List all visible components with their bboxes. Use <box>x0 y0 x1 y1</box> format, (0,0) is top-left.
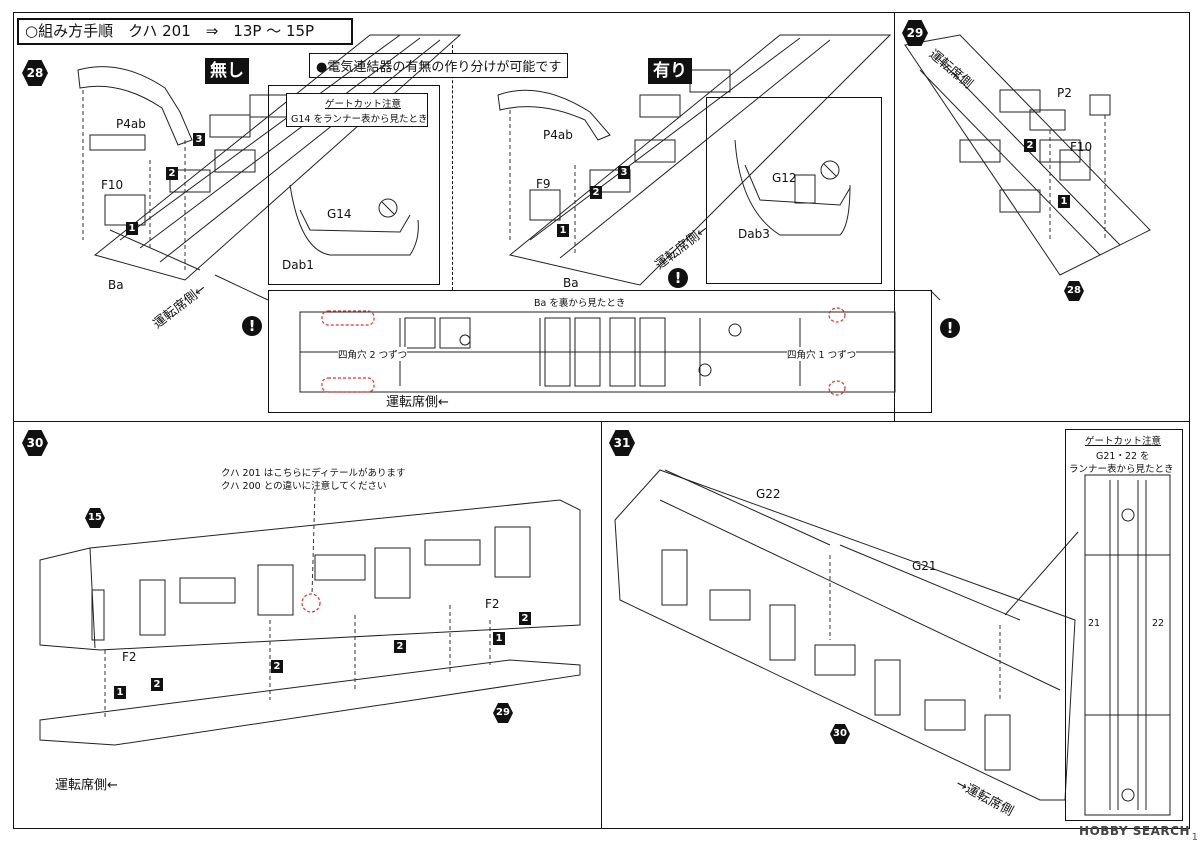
label-ba-left: Ba <box>108 278 124 292</box>
panel-bottom-right <box>601 421 1190 829</box>
step30-drawing <box>39 489 581 746</box>
num-1-29: 1 <box>1058 195 1070 208</box>
label-f2-left: F2 <box>122 650 137 664</box>
gate-cut-title-31: ゲートカット注意 <box>1085 436 1162 447</box>
num-2-30d: 2 <box>519 612 531 625</box>
page-number: 1 <box>1191 832 1198 843</box>
num-2-30c: 2 <box>394 640 406 653</box>
tag-with-coupler: 有り <box>648 58 692 84</box>
inset-gate-cut-g14 <box>268 85 440 285</box>
label-p4ab-right: P4ab <box>543 128 573 142</box>
divider-dashed <box>452 45 453 290</box>
step-30-badge: 30 <box>22 430 48 456</box>
page-title: ○組み方手順 クハ 201 ⇒ 13P ～ 15P <box>17 18 353 45</box>
ref-30-badge: 30 <box>830 724 850 744</box>
warning-icon-mid: ! <box>668 268 688 288</box>
step29-drawing <box>904 34 1151 276</box>
bottom-view-frame <box>268 290 932 413</box>
warning-icon-left: ! <box>242 316 262 336</box>
num-2-29: 2 <box>1024 139 1036 152</box>
ref-15-badge: 15 <box>85 508 105 528</box>
inset-left-drawing <box>289 184 419 256</box>
num-3-right: 3 <box>618 166 630 179</box>
label-dab3: Dab3 <box>738 227 770 241</box>
num-2-left: 2 <box>166 167 178 180</box>
label-f10-left: F10 <box>101 178 124 192</box>
num-2-30b: 2 <box>271 660 283 673</box>
driver-side-30: 運転席側← <box>55 778 118 793</box>
gate-cut-runner-inset <box>1065 429 1183 821</box>
holes-right: 四角穴 1 つずつ <box>787 347 857 361</box>
runner-drawing <box>1084 474 1171 816</box>
label-p2: P2 <box>1057 86 1072 100</box>
gate-cut-note-g14: ゲートカット注意 G14 をランナー表から見たとき <box>286 93 428 127</box>
num-1-30b: 1 <box>493 632 505 645</box>
label-g21: G21 <box>912 559 937 573</box>
num-1-right: 1 <box>557 224 569 237</box>
runner-part-22: 22 <box>1152 618 1165 629</box>
num-2-30a: 2 <box>151 678 163 691</box>
divider-29 <box>894 12 895 422</box>
warning-icon-right: ! <box>940 318 960 338</box>
label-dab1: Dab1 <box>282 258 314 272</box>
ref-28-badge: 28 <box>1064 281 1084 301</box>
inset-right-drawing <box>734 139 851 236</box>
bottom-view-title: Ba を裏から見たとき <box>534 298 626 309</box>
gate-cut-line2-31: ランナー表から見たとき <box>1069 464 1174 475</box>
gate-cut-line1-31: G21・22 を <box>1096 451 1150 462</box>
label-f10-29: F10 <box>1070 140 1093 154</box>
num-2-right: 2 <box>590 186 602 199</box>
num-3-left: 3 <box>193 133 205 146</box>
floor-left-drawing <box>77 34 462 281</box>
holes-left: 四角穴 2 つずつ <box>338 347 408 361</box>
leader-left <box>214 274 269 301</box>
step-28-badge: 28 <box>22 60 48 86</box>
detail-note-line2: クハ 200 との違いに注意してください <box>221 481 387 492</box>
label-ba-right: Ba <box>563 276 579 290</box>
label-g14: G14 <box>327 207 352 221</box>
inset-g12 <box>706 97 882 284</box>
num-1-30a: 1 <box>114 686 126 699</box>
detail-note-line1: クハ 201 はこちらにディテールがあります <box>221 468 406 479</box>
gate-cut-title: ゲートカット注意 <box>325 99 402 110</box>
num-1-left: 1 <box>126 222 138 235</box>
label-f2-right: F2 <box>485 597 500 611</box>
bottom-driver-side: 運転席側← <box>386 395 449 410</box>
label-p4ab-left: P4ab <box>116 117 146 131</box>
runner-part-21: 21 <box>1088 618 1101 629</box>
label-g12: G12 <box>772 171 797 185</box>
floor-right-drawing <box>497 34 892 286</box>
label-g22: G22 <box>756 487 781 501</box>
watermark: HOBBY SEARCH <box>1079 824 1190 838</box>
ref-29-badge: 29 <box>493 703 513 723</box>
step31-drawing <box>614 469 1079 801</box>
label-f9: F9 <box>536 177 551 191</box>
tag-without-coupler: 無し <box>205 58 249 84</box>
gate-cut-text: G14 をランナー表から見たとき <box>291 114 428 125</box>
